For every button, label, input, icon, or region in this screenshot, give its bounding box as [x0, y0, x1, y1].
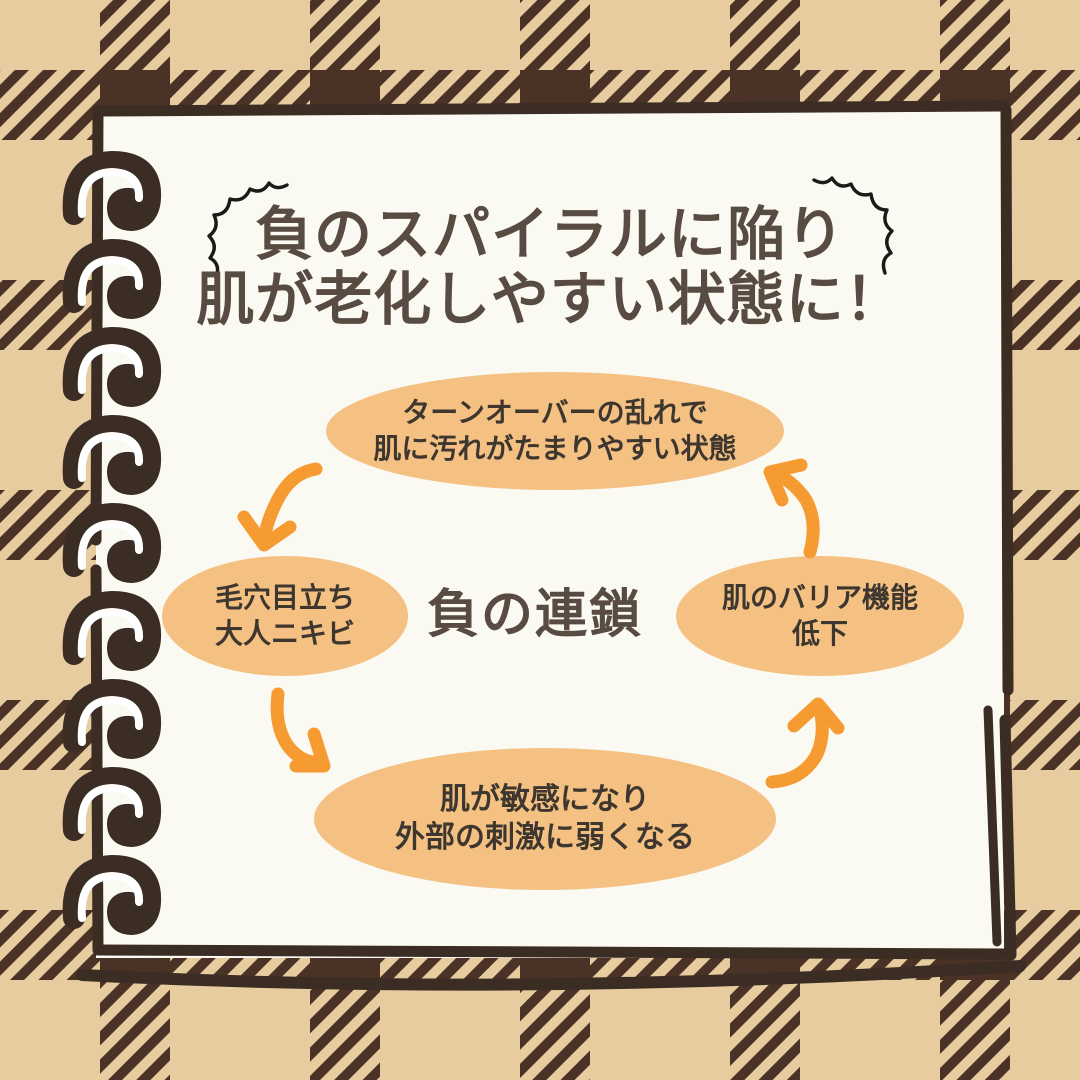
spiral-ring-icon	[62, 854, 162, 936]
cycle-node-right[interactable]: 肌のバリア機能 低下	[676, 556, 964, 676]
cycle-node-right-line1: 肌のバリア機能	[721, 582, 918, 614]
cycle-node-right-line2: 低下	[791, 618, 848, 649]
cycle-node-bottom-line1: 肌が敏感になり	[440, 782, 650, 816]
spiral-binding	[60, 150, 190, 940]
spiral-ring-icon	[62, 678, 162, 760]
scallop-burst-right-icon	[806, 163, 906, 288]
cycle-node-left[interactable]: 毛穴目立ち 大人ニキビ	[162, 556, 408, 676]
curved-arrow-up-left-icon	[748, 448, 873, 573]
cycle-node-top-line1: ターンオーバーの乱れで	[402, 397, 708, 429]
curved-arrow-up-right-icon	[758, 688, 893, 813]
cycle-center-label: 負の連鎖	[426, 586, 643, 644]
spiral-ring-icon	[62, 150, 162, 232]
cycle-node-bottom-line2: 外部の刺激に弱くなる	[395, 821, 695, 854]
curved-arrow-down-right-icon	[248, 678, 383, 803]
spiral-ring-icon	[62, 238, 162, 320]
cycle-node-left-line1: 毛穴目立ち	[214, 582, 355, 614]
cycle-node-top[interactable]: ターンオーバーの乱れで 肌に汚れがたまりやすい状態	[326, 372, 784, 490]
spiral-ring-icon	[62, 326, 162, 408]
cycle-node-left-line2: 大人ニキビ	[214, 618, 355, 649]
curved-arrow-down-left-icon	[228, 455, 348, 570]
scallop-burst-left-icon	[192, 168, 292, 293]
cycle-node-bottom[interactable]: 肌が敏感になり 外部の刺激に弱くなる	[314, 748, 776, 890]
title-line-1: 負のスパイラルに陥り	[254, 202, 845, 268]
spiral-ring-icon	[62, 590, 162, 672]
spiral-ring-icon	[62, 502, 162, 584]
page-title: 負のスパイラルに陥り 肌が老化しやすい状態に！	[150, 188, 950, 348]
title-line-2: 肌が老化しやすい状態に！	[196, 267, 904, 332]
spiral-ring-icon	[62, 766, 162, 848]
spiral-ring-icon	[62, 414, 162, 496]
cycle-node-top-line2: 肌に汚れがたまりやすい状態	[373, 433, 737, 464]
